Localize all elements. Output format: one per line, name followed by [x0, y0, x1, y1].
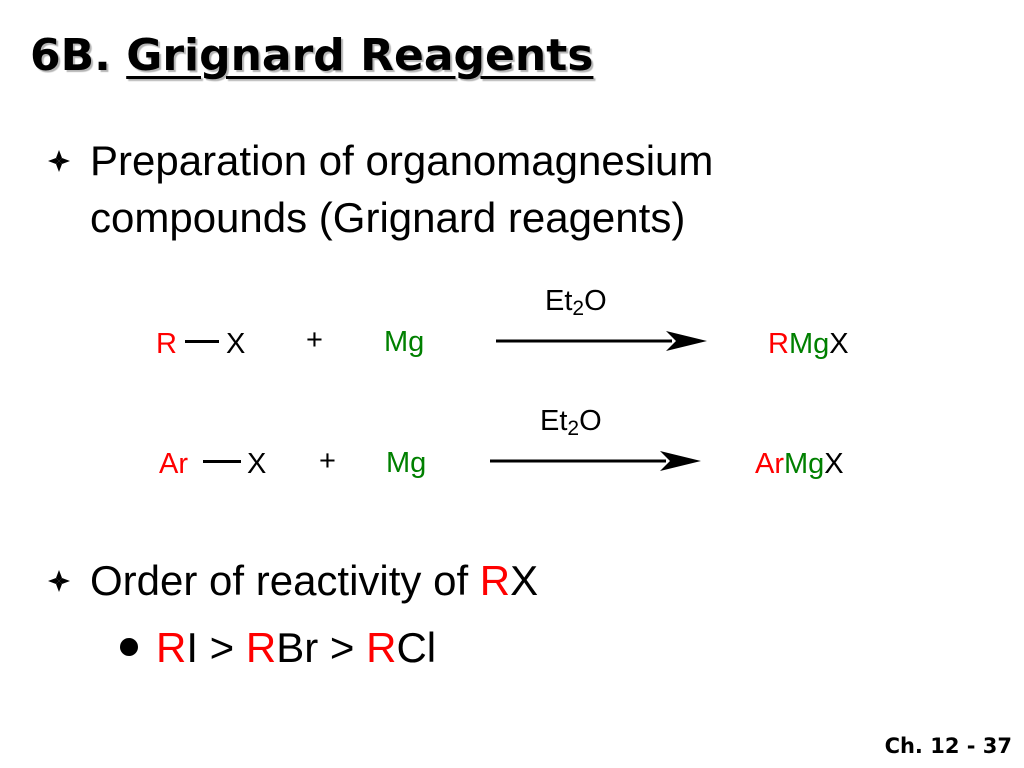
reaction-1-product: RMgX [768, 328, 849, 360]
reaction-2-halide: X [247, 448, 267, 480]
reaction-arrow-icon [490, 451, 701, 471]
four-petal-diamond-icon [48, 150, 70, 172]
bullet-reactivity: Order of reactivity of RX [46, 552, 946, 612]
reaction-1-metal: Mg [384, 326, 425, 358]
bullet-text: Preparation of organomagnesium compounds… [90, 132, 713, 246]
reaction-2-metal: Mg [386, 447, 427, 479]
reactivity-order: RI > RBr > RCl [120, 622, 436, 674]
reaction-1-bond [185, 340, 219, 343]
title-main: Grignard Reagents [126, 30, 594, 81]
bullet-preparation: Preparation of organomagnesium compounds… [46, 132, 946, 252]
bullet-line-2: compounds (Grignard reagents) [90, 194, 686, 241]
reaction-1-reactant-group: R [156, 328, 177, 360]
reaction-1-plus: + [306, 324, 323, 356]
slide-title: 6B. Grignard Reagents [30, 28, 593, 84]
reaction-2-bond [203, 460, 241, 463]
reaction-1-halide: X [226, 328, 246, 360]
reaction-2-product: ArMgX [755, 448, 844, 480]
bullet-line-1: Preparation of organomagnesium [90, 137, 714, 184]
slide-number: Ch. 12 - 37 [884, 734, 1012, 758]
four-petal-diamond-icon [48, 570, 70, 592]
bullet-text: Order of reactivity of RX [90, 557, 539, 604]
reaction-2-solvent: Et2O [540, 405, 602, 440]
reaction-arrow-icon [496, 331, 707, 351]
bullet-dot-icon [120, 638, 138, 656]
reaction-2-reactant-group: Ar [159, 448, 188, 480]
reaction-2-plus: + [319, 445, 336, 477]
reaction-1-solvent: Et2O [545, 285, 607, 320]
title-prefix: 6B. [30, 30, 111, 81]
